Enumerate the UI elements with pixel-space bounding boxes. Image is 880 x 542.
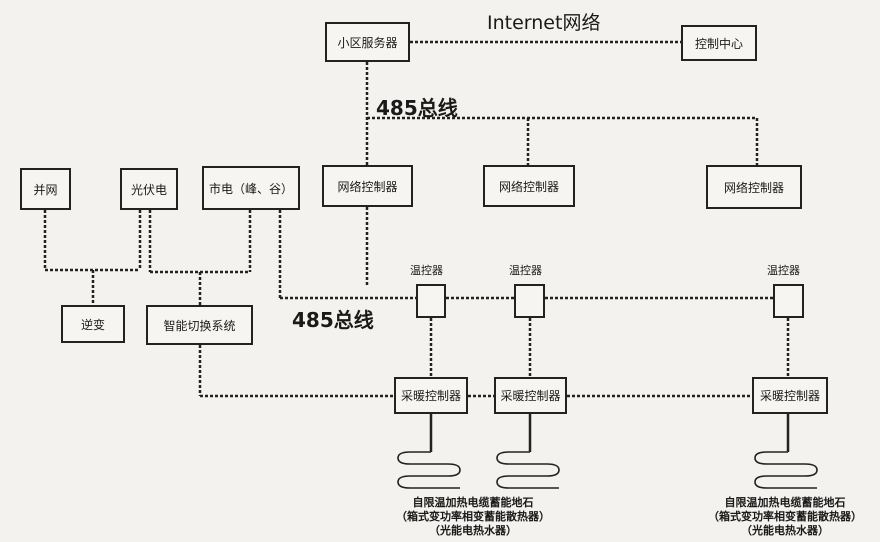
caption-line: （光能电热水器） bbox=[741, 524, 829, 537]
caption-line: （箱式变功率相变蓄能散热器） bbox=[708, 510, 862, 523]
caption-line: 自限温加热电缆蓄能地石 bbox=[724, 496, 846, 509]
bus-485-label-mid: 485总线 bbox=[292, 308, 374, 332]
thermostat-label-1: 温控器 bbox=[410, 264, 443, 277]
heating-coil-icon bbox=[496, 451, 560, 489]
smart-switch-node: 智能切换系统 bbox=[146, 305, 253, 345]
heating-controller-node-2: 采暖控制器 bbox=[494, 377, 567, 414]
heating-controller-node-1: 采暖控制器 bbox=[394, 377, 468, 414]
bus-485-label-top: 485总线 bbox=[376, 96, 458, 120]
thermostat-label-3: 温控器 bbox=[767, 264, 800, 277]
caption-line: （光能电热水器） bbox=[429, 524, 517, 537]
internet-network-label: Internet网络 bbox=[487, 12, 601, 34]
community-server-node: 小区服务器 bbox=[325, 22, 410, 62]
network-controller-node-3: 网络控制器 bbox=[706, 165, 802, 209]
heating-controller-node-3: 采暖控制器 bbox=[752, 377, 828, 414]
mains-power-node: 市电（峰、谷） bbox=[202, 166, 300, 210]
heating-coil-icon bbox=[397, 451, 461, 489]
caption-line: 自限温加热电缆蓄能地石 bbox=[412, 496, 534, 509]
thermostat-label-2: 温控器 bbox=[509, 264, 542, 277]
inverter-node: 逆变 bbox=[61, 305, 125, 343]
control-center-node: 控制中心 bbox=[681, 25, 757, 61]
network-controller-node-1: 网络控制器 bbox=[322, 165, 413, 207]
network-controller-node-2: 网络控制器 bbox=[483, 165, 575, 207]
caption-line: （箱式变功率相变蓄能散热器） bbox=[396, 510, 550, 523]
heating-element-caption-left: 自限温加热电缆蓄能地石 （箱式变功率相变蓄能散热器） （光能电热水器） bbox=[378, 496, 568, 538]
heating-coil-icon bbox=[754, 451, 818, 489]
heating-element-caption-right: 自限温加热电缆蓄能地石 （箱式变功率相变蓄能散热器） （光能电热水器） bbox=[690, 496, 880, 538]
photovoltaic-node: 光伏电 bbox=[120, 168, 178, 210]
thermostat-box-1 bbox=[416, 284, 446, 318]
thermostat-box-3 bbox=[773, 284, 804, 318]
thermostat-box-2 bbox=[514, 284, 545, 318]
grid-connection-node: 并网 bbox=[20, 168, 71, 210]
